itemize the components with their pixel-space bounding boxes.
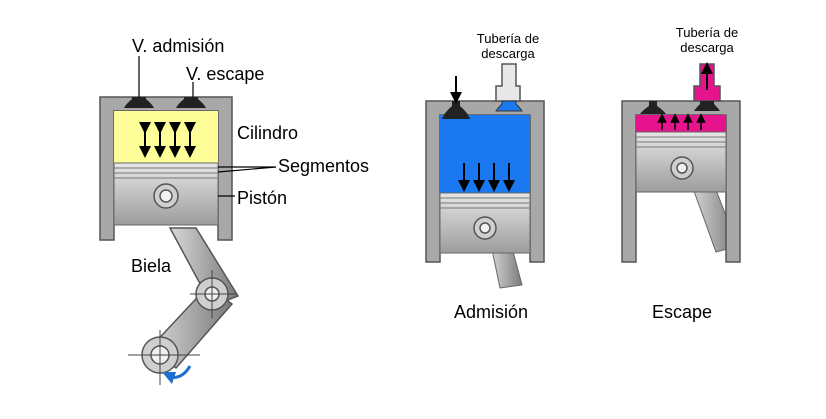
cylinder-label: Cilindro xyxy=(237,123,298,143)
intake-stroke-cylinder: Tubería de descarga Admisión xyxy=(425,31,545,322)
pipe-label-line1: Tubería de xyxy=(477,31,539,46)
rotation-arrowhead-icon xyxy=(162,372,176,384)
exhaust-valve-icon xyxy=(495,100,523,112)
intake-valve-icon xyxy=(124,97,154,108)
exhaust-stroke-cylinder: Tubería de descarga Escape xyxy=(621,25,741,322)
piston-label: Pistón xyxy=(237,188,287,208)
leader-lines xyxy=(138,56,277,197)
pipe-label-line2: descarga xyxy=(680,40,734,55)
pipe-label-line1: Tubería de xyxy=(676,25,738,40)
intake-valve-icon xyxy=(640,101,666,114)
cylinder-labelled: V. admisión V. escape Cilindro Segmentos… xyxy=(99,36,369,385)
piston xyxy=(113,162,219,226)
up-arrows-icon xyxy=(657,113,706,130)
exhaust-valve-icon xyxy=(694,101,720,111)
exhaust-valve-label: V. escape xyxy=(186,64,264,84)
connecting-rod xyxy=(128,227,240,385)
intake-valve-label: V. admisión xyxy=(132,36,224,56)
combustion-chamber xyxy=(114,111,218,163)
rings-label: Segmentos xyxy=(278,156,369,176)
combustion-chamber xyxy=(440,115,530,193)
intake-valve-icon xyxy=(442,101,470,119)
intake-caption: Admisión xyxy=(454,302,528,322)
combustion-chamber xyxy=(636,115,726,132)
exhaust-caption: Escape xyxy=(652,302,712,322)
piston xyxy=(439,192,531,254)
pipe-label-line2: descarga xyxy=(481,46,535,61)
exhaust-pipe xyxy=(495,63,521,102)
piston xyxy=(635,131,727,193)
down-arrows-icon xyxy=(458,163,515,192)
exhaust-valve-icon xyxy=(176,97,206,108)
pressure-arrows-icon xyxy=(139,122,196,158)
rod-label: Biela xyxy=(131,256,172,276)
